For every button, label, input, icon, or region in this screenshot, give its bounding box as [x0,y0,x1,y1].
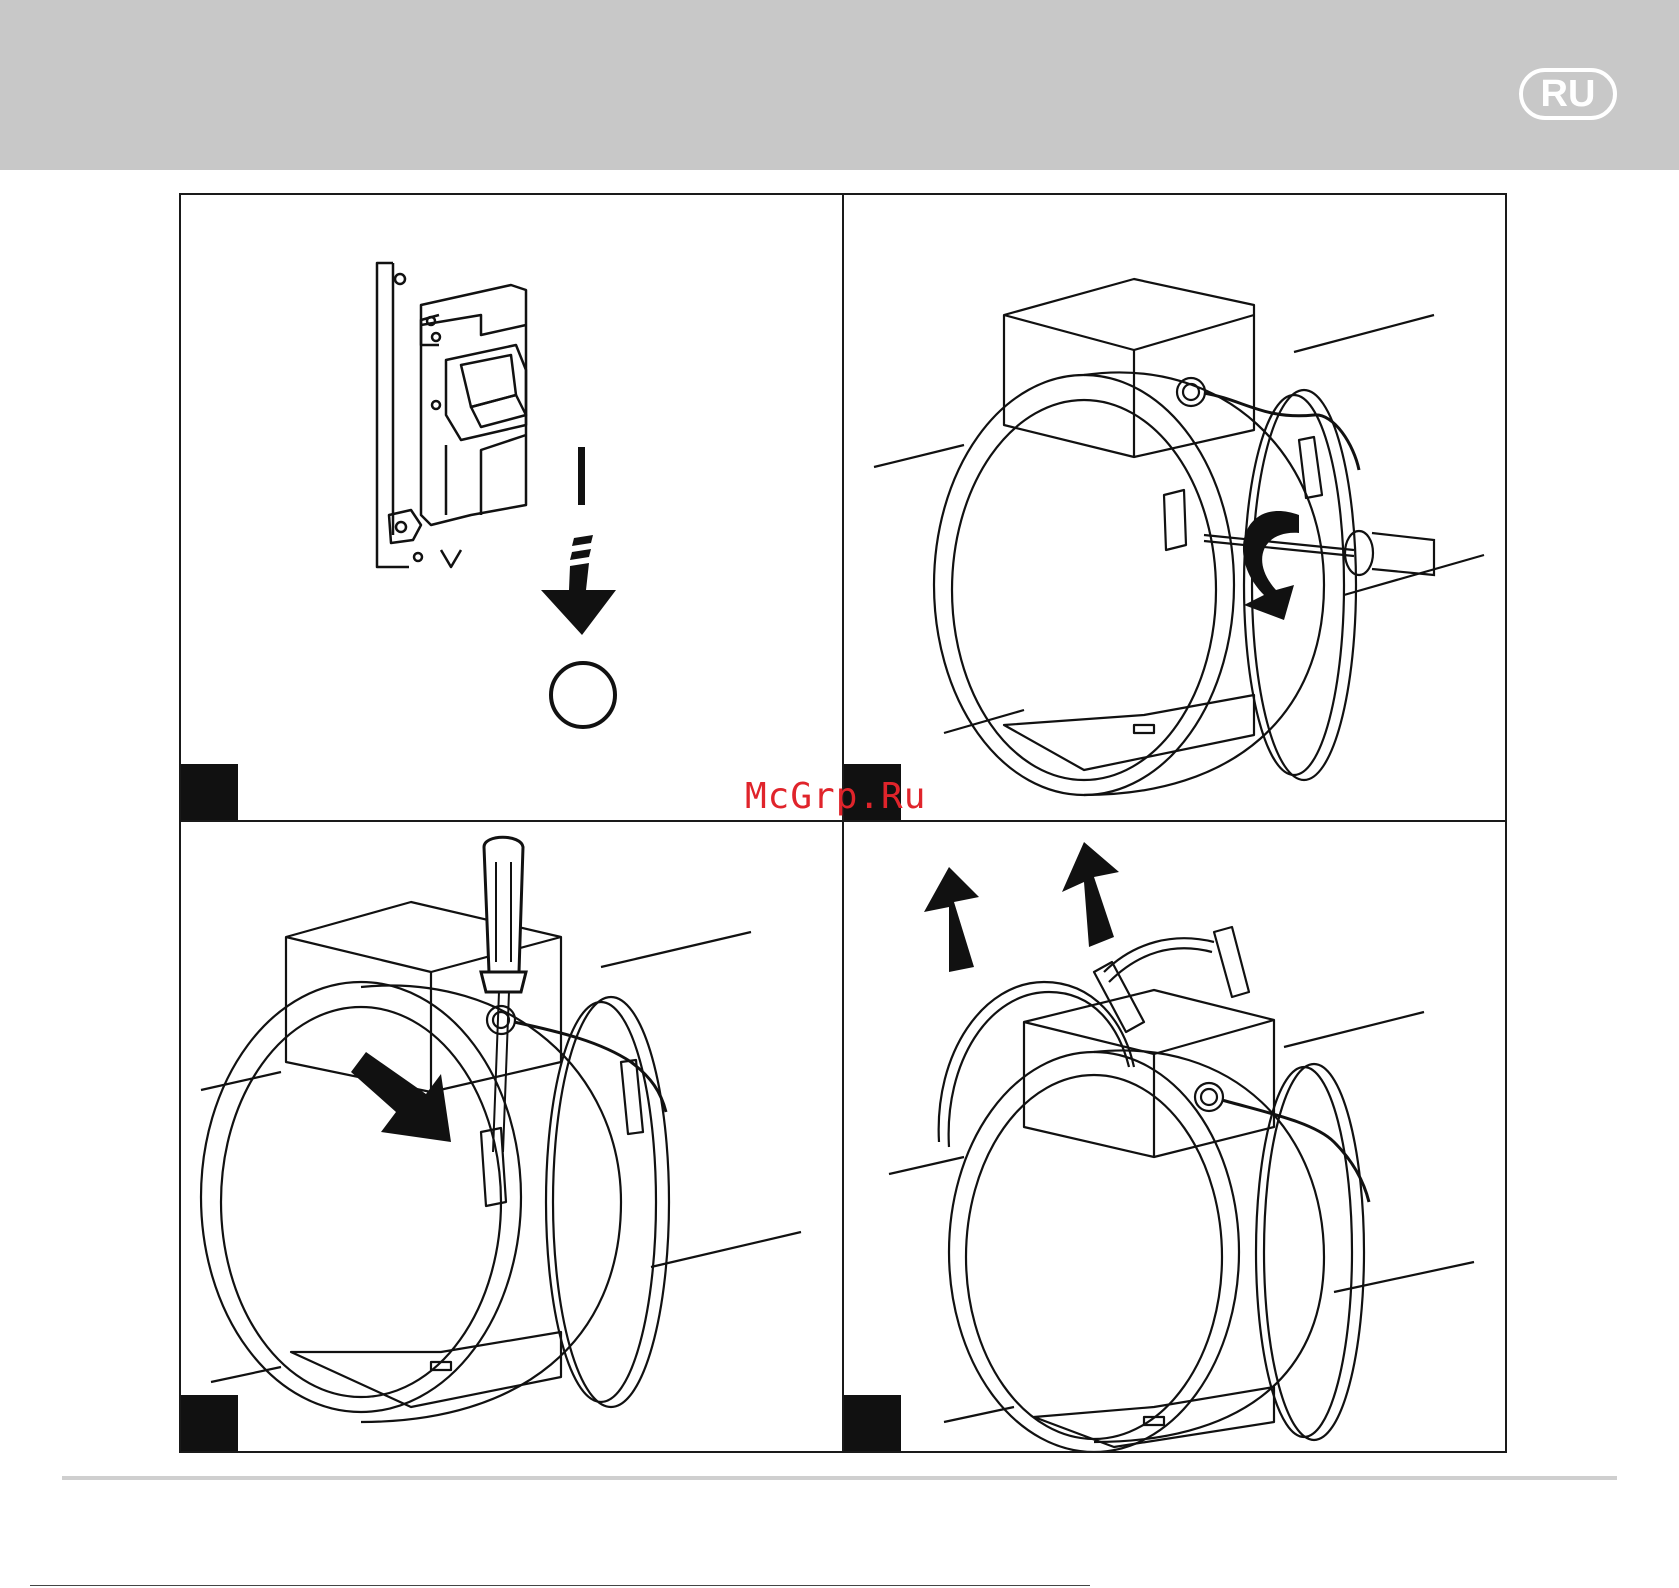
bottom-line [30,1585,1090,1586]
circuit-breaker-icon [181,195,842,820]
arrow-down-right-icon [351,1052,451,1142]
off-circle [551,663,615,727]
footer-rule [62,1476,1617,1480]
arrow-up-icon [1062,842,1119,947]
on-bar [578,447,585,505]
step-tab-1 [181,764,238,820]
step-tab-4 [844,1395,901,1451]
fan-icon [844,822,1505,1451]
watermark: McGrp.Ru [745,776,926,817]
fan-icon [844,195,1505,820]
fan-icon [181,822,842,1451]
language-badge: RU [1519,68,1617,120]
instruction-grid [179,193,1507,1453]
panel-step-2 [844,195,1505,820]
panel-step-4 [844,822,1505,1451]
arrow-up-icon [924,867,979,972]
step-tab-3 [181,1395,238,1451]
header-band [0,0,1679,170]
arrow-down-icon [541,535,616,635]
panel-step-1 [181,195,842,820]
panel-step-3 [181,822,842,1451]
rotate-arrow-icon [1243,511,1299,620]
screwdriver-icon [481,837,526,1152]
